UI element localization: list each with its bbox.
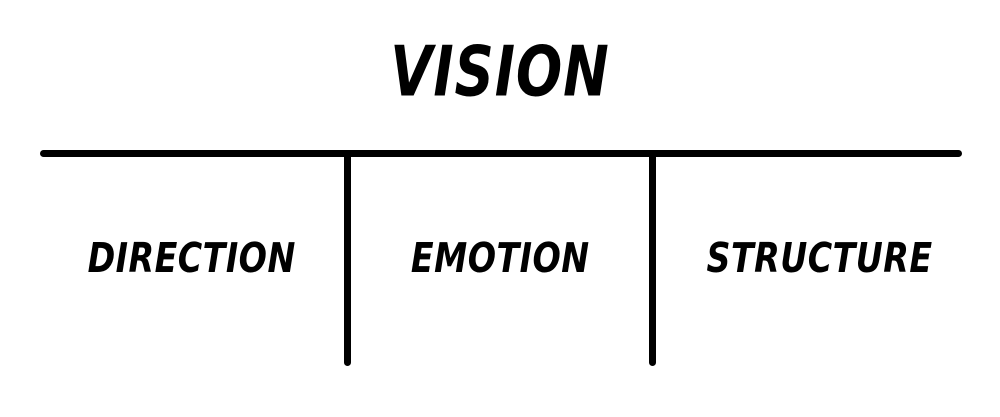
branch-direction: DIRECTION — [42, 228, 342, 290]
branch-emotion: EMOTION — [352, 228, 648, 290]
vertical-divider-line-1 — [344, 154, 351, 366]
branch-label-direction: DIRECTION — [87, 234, 297, 283]
branch-label-emotion: EMOTION — [410, 234, 590, 283]
diagram-title: VISION — [390, 30, 610, 113]
horizontal-connector-line — [40, 150, 962, 157]
branch-label-structure: STRUCTURE — [706, 234, 934, 283]
branch-structure: STRUCTURE — [660, 228, 980, 290]
vertical-divider-line-2 — [649, 154, 656, 366]
